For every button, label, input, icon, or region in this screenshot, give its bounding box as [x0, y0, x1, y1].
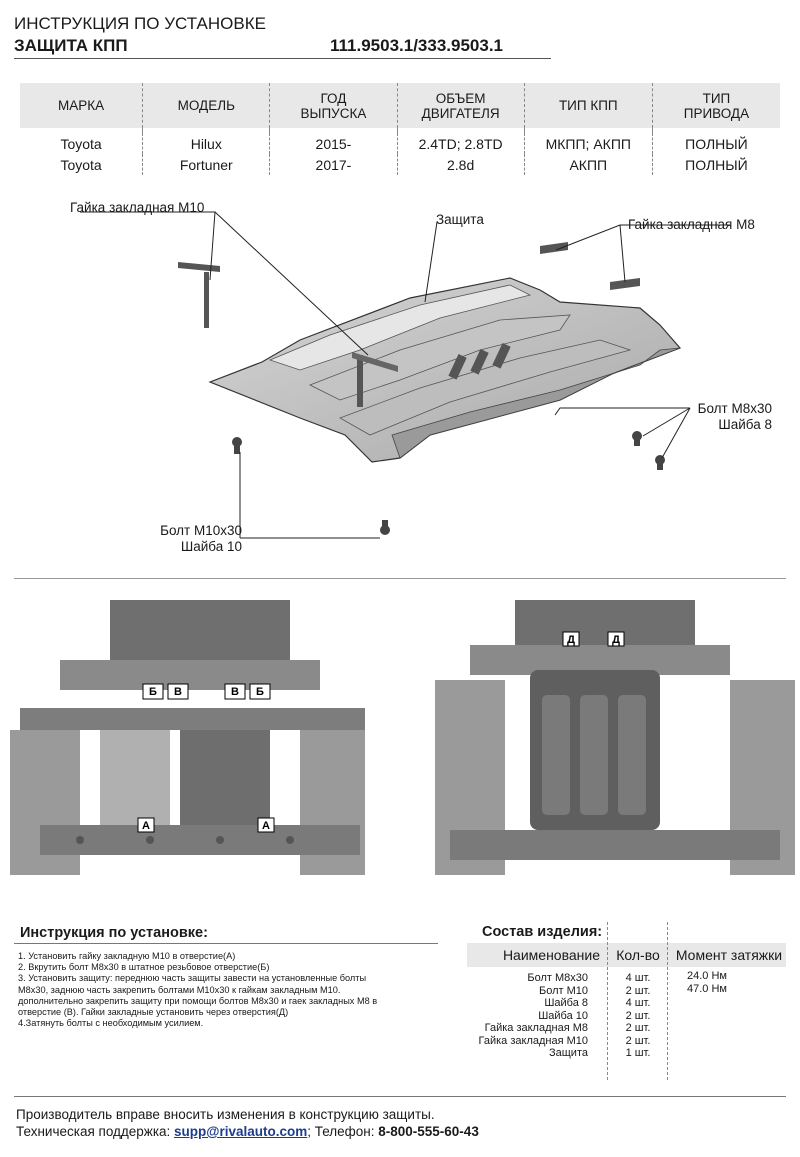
composition-title: Состав изделия:	[482, 924, 603, 940]
label-bolt-m10: Болт М10х30	[160, 523, 242, 538]
embedded-nut-m10-drawing	[178, 262, 398, 407]
instruction-line: 3. Установить защиту: переднюю часть защ…	[18, 973, 367, 984]
list-item: 1 шт.	[625, 1047, 651, 1059]
photo-markers: Д Д	[562, 631, 625, 647]
support-line: Техническая поддержка: supp@rivalauto.co…	[16, 1124, 479, 1139]
list-item: 4 шт.	[625, 997, 651, 1009]
support-phone[interactable]: 8-800-555-60-43	[378, 1124, 479, 1139]
bolt-drawings	[232, 431, 665, 535]
instruction-line: отверстие (В). Гайки закладные установит…	[18, 1007, 289, 1018]
underbody-photo-after: Д Д	[430, 600, 800, 875]
list-item: 2 шт.	[625, 1022, 651, 1034]
column-divider	[667, 922, 668, 1080]
label-washer-8: Шайба 8	[718, 417, 772, 432]
skid-plate-drawing	[208, 277, 682, 463]
leader-lines	[80, 211, 730, 539]
embedded-nut-m8-drawing	[540, 242, 640, 290]
list-item: 2 шт.	[625, 1034, 651, 1047]
marker-v: В	[174, 686, 182, 698]
instruction-line: дополнительно закрепить защиту при помощ…	[18, 995, 378, 1006]
instruction-line: 2. Вкрутить болт М8х30 в штатное резьбов…	[18, 962, 270, 973]
section-divider	[14, 578, 786, 579]
instruction-line: 1. Установить гайку закладную М10 в отве…	[18, 951, 236, 961]
disclaimer: Производитель вправе вносить изменения в…	[16, 1107, 435, 1122]
instructions-divider	[14, 943, 438, 944]
list-item: 2 шт.	[625, 1009, 651, 1022]
footer-divider	[14, 1096, 786, 1097]
exploded-assembly-diagram	[80, 211, 730, 539]
list-item: Шайба 8	[544, 997, 588, 1009]
marker-a: А	[142, 820, 150, 832]
list-item: Шайба 10	[538, 1009, 588, 1022]
part-number: 111.9503.1/333.9503.1	[330, 36, 504, 55]
document-title: ИНСТРУКЦИЯ ПО УСТАНОВКЕ	[14, 14, 266, 33]
list-item: 2 шт.	[625, 984, 651, 997]
label-bolt-m8: Болт М8х30	[697, 401, 772, 416]
instructions-title: Инструкция по установке:	[20, 925, 208, 941]
column-divider	[607, 922, 608, 1080]
component-torques: 24.0 Нм 47.0 Нм	[672, 970, 742, 995]
marker-a: А	[262, 820, 270, 832]
column-header-qty: Кол-во	[616, 947, 660, 963]
instruction-line: 4.Затянуть болты с необходимым усилием.	[18, 1018, 204, 1029]
list-item: Защита	[549, 1047, 588, 1059]
list-item: Болт М8х30	[527, 972, 588, 984]
list-item: 47.0 Нм	[687, 982, 727, 995]
label-embedded-nut-m10: Гайка закладная М10	[70, 200, 205, 215]
instruction-steps: 1. Установить гайку закладную М10 в отве…	[18, 951, 438, 1029]
component-names: Болт М8х30 Болт М10 Шайба 8 Шайба 10 Гай…	[440, 972, 588, 1060]
marker-v: В	[231, 686, 239, 698]
header-divider	[14, 58, 551, 59]
photo-markers: Б В В Б А А	[137, 683, 275, 833]
column-header-make: МАРКА	[20, 83, 144, 128]
marker-b: Б	[149, 686, 157, 698]
underbody-photo-before: Б В В Б А А	[0, 600, 370, 875]
list-item: Гайка закладная М10	[478, 1034, 588, 1047]
marker-d: Д	[567, 634, 575, 646]
table-row: Toyota Fortuner 2017- 2.8d АКПП ПОЛНЫЙ	[20, 154, 780, 175]
list-item: 24.0 Нм	[687, 970, 727, 982]
composition-header-bg	[467, 943, 786, 967]
product-title: ЗАЩИТА КПП	[14, 36, 128, 55]
label-washer-10: Шайба 10	[180, 539, 242, 554]
component-quantities: 4 шт. 2 шт. 4 шт. 2 шт. 2 шт. 2 шт. 1 шт…	[611, 972, 665, 1060]
list-item: Болт М10	[538, 984, 588, 997]
marker-b: Б	[256, 686, 264, 698]
column-header-torque: Момент затяжки	[675, 947, 783, 963]
column-header-model: МОДЕЛЬ	[143, 83, 271, 128]
table-row: Toyota Hilux 2015- 2.4TD; 2.8TD МКПП; АК…	[20, 133, 780, 154]
column-header-name: Наименование	[502, 947, 600, 963]
list-item: 4 шт.	[625, 972, 651, 984]
support-label: Техническая поддержка:	[16, 1124, 175, 1139]
phone-label: ; Телефон:	[307, 1124, 379, 1139]
label-embedded-nut-m8: Гайка закладная М8	[628, 217, 755, 232]
list-item: Гайка закладная М8	[484, 1022, 588, 1034]
marker-d: Д	[612, 634, 620, 646]
label-shield: Защита	[436, 212, 484, 227]
column-header-gearbox: ТИП КПП	[525, 83, 653, 128]
support-email-link[interactable]: supp@rivalauto.com	[174, 1124, 308, 1139]
instruction-line: М8х30, заднюю часть закрепить болтами М1…	[18, 984, 341, 995]
